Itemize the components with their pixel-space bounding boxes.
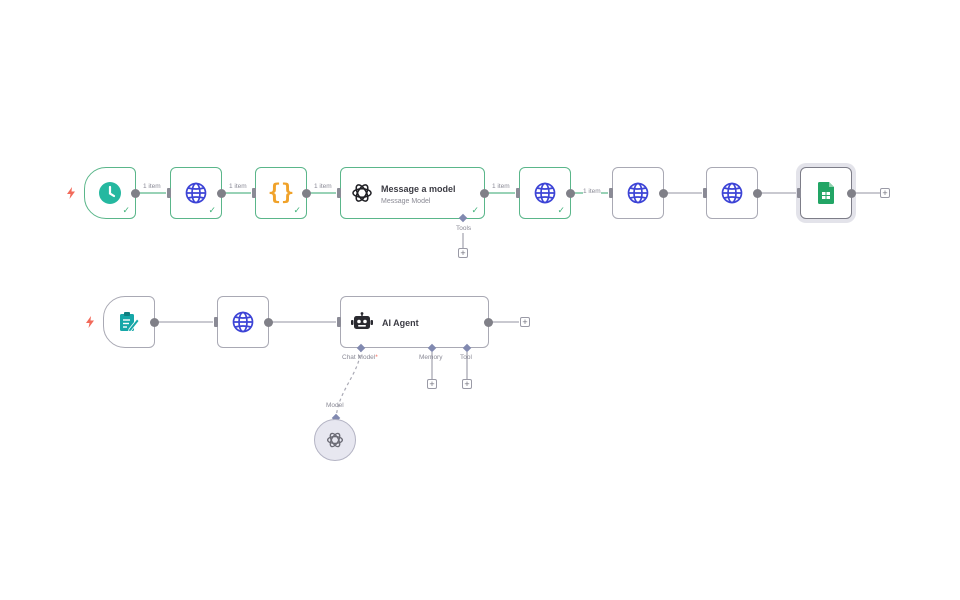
input-handle[interactable] [252, 188, 256, 198]
input-handle[interactable] [337, 317, 341, 327]
output-handle[interactable] [480, 188, 489, 198]
output-handle[interactable] [302, 188, 311, 198]
globe-icon [232, 311, 254, 333]
google-sheets-node[interactable] [797, 167, 856, 219]
message-a-model-node[interactable]: Message a model Message Model ✓ [337, 167, 489, 219]
add-tool-button[interactable]: + [458, 248, 468, 258]
chat-model-text: Chat Model [342, 354, 376, 361]
clock-icon [99, 182, 121, 204]
globe-icon [185, 182, 207, 204]
add-node-button[interactable]: + [880, 188, 890, 198]
input-handle[interactable] [167, 188, 171, 198]
robot-icon [351, 312, 373, 337]
input-handle[interactable] [337, 188, 341, 198]
output-handle[interactable] [484, 317, 493, 327]
success-check-icon: ✓ [471, 205, 479, 215]
add-node-button[interactable]: + [520, 317, 530, 327]
success-check-icon: ✓ [122, 205, 130, 215]
trigger-bolt-icon [67, 187, 75, 199]
output-handle[interactable] [217, 188, 226, 198]
input-handle[interactable] [703, 188, 707, 198]
openai-chat-model-node[interactable] [314, 419, 356, 461]
globe-icon [627, 182, 649, 204]
input-handle[interactable] [516, 188, 520, 198]
success-check-icon: ✓ [208, 205, 216, 215]
ai-agent-node[interactable]: AI Agent [337, 296, 493, 348]
output-handle[interactable] [847, 188, 856, 198]
google-sheets-icon [818, 182, 834, 204]
model-connection-dashed[interactable] [335, 348, 362, 420]
add-memory-button[interactable]: + [427, 379, 437, 389]
form-icon [118, 311, 140, 333]
trigger-bolt-icon [86, 316, 94, 328]
output-handle[interactable] [150, 317, 159, 327]
tools-port-label: Tools [456, 225, 472, 232]
http-request-node-4[interactable] [703, 167, 762, 219]
form-trigger-node[interactable] [103, 296, 159, 348]
input-handle[interactable] [609, 188, 613, 198]
http-request-node-1[interactable]: ✓ [167, 167, 226, 219]
openai-icon [351, 182, 373, 209]
code-braces-icon: {} [267, 180, 295, 206]
required-mark: * [375, 354, 378, 361]
success-check-icon: ✓ [293, 205, 301, 215]
add-tool-button[interactable]: + [462, 379, 472, 389]
output-handle[interactable] [264, 317, 273, 327]
chat-model-port-label: Chat Model* [342, 354, 378, 361]
success-check-icon: ✓ [557, 205, 565, 215]
node-title: Message a model [381, 184, 456, 194]
output-handle[interactable] [131, 188, 140, 198]
openai-icon [326, 431, 344, 449]
code-node[interactable]: {} ✓ [252, 167, 311, 219]
edge-item-count-label: 1 item [143, 183, 161, 190]
output-handle[interactable] [659, 188, 668, 198]
model-connection-label: Model [326, 402, 344, 409]
memory-port-label: Memory [419, 354, 443, 361]
output-handle[interactable] [566, 188, 575, 198]
schedule-trigger-node[interactable]: ✓ [84, 167, 140, 219]
node-title: AI Agent [382, 318, 419, 328]
node-subtitle: Message Model [381, 198, 431, 205]
output-handle[interactable] [753, 188, 762, 198]
globe-icon [534, 182, 556, 204]
tool-port-label: Tool [460, 354, 472, 361]
http-request-node-3[interactable] [609, 167, 668, 219]
input-handle[interactable] [214, 317, 218, 327]
edge-item-count-label: 1 item [314, 183, 332, 190]
globe-icon [721, 182, 743, 204]
edge-item-count-label: 1 item [229, 183, 247, 190]
edge-item-count-label: 1 item [583, 188, 601, 195]
http-request-node-5[interactable] [214, 296, 273, 348]
input-handle[interactable] [797, 188, 801, 198]
edge-item-count-label: 1 item [492, 183, 510, 190]
http-request-node-2[interactable]: ✓ [516, 167, 575, 219]
